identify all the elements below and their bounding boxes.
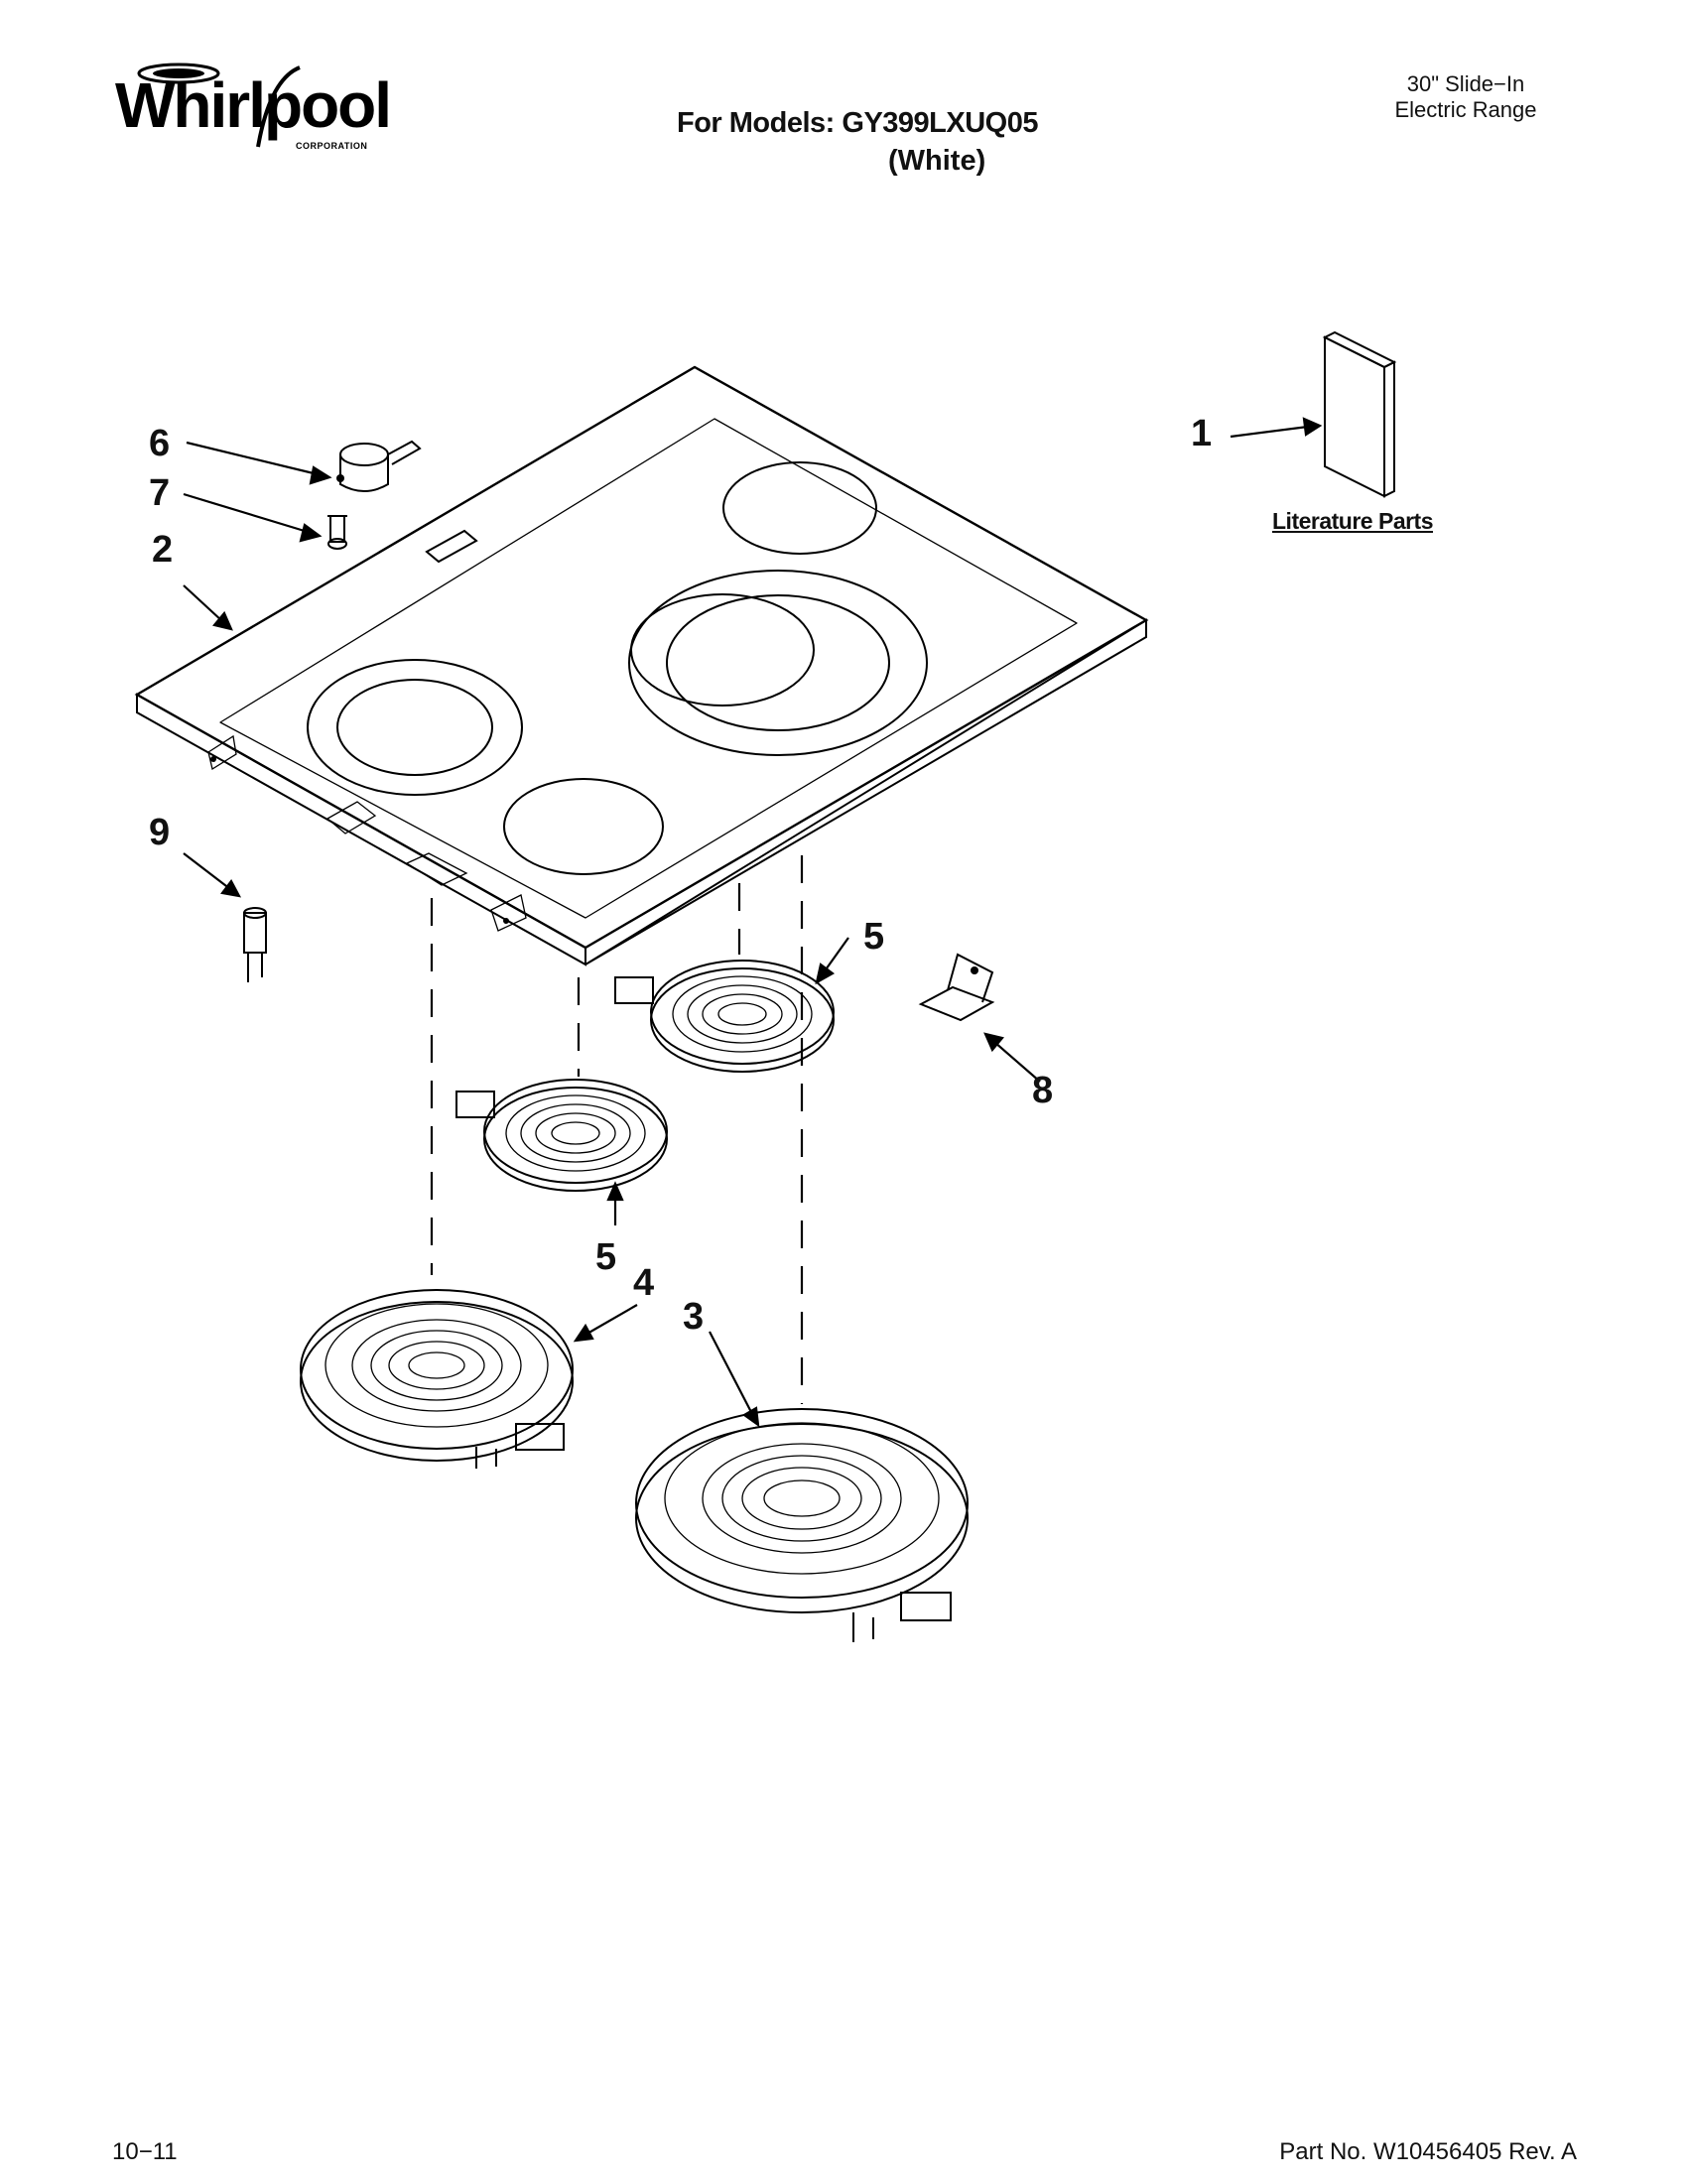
part-number: Part No. W10456405 Rev. A (1279, 2138, 1577, 2165)
models-title: For Models: GY399LXUQ05 (677, 107, 1039, 139)
range-type: 30" Slide−In Electric Range (1357, 71, 1575, 124)
mounting-bracket (918, 953, 995, 1022)
callout-4: 4 (633, 1262, 655, 1304)
cooktop-glass (134, 365, 1149, 966)
literature-parts-label: Literature Parts (1272, 508, 1434, 534)
terminal-block (243, 907, 267, 982)
vent-grille-icon (425, 529, 478, 564)
callout-5-lower: 5 (595, 1236, 617, 1278)
brand-corporation: CORPORATION (296, 141, 368, 151)
callout-7: 7 (149, 472, 171, 514)
limit-switch (336, 440, 422, 492)
model-color: (White) (888, 145, 986, 177)
callout-6: 6 (149, 423, 171, 464)
brand-logo: Whirlpool CORPORATION (109, 60, 392, 159)
literature-booklet (1322, 330, 1397, 498)
range-type-line-2: Electric Range (1394, 97, 1537, 123)
leader-arrows (183, 417, 1323, 1428)
callout-8: 8 (1032, 1070, 1054, 1111)
callout-5-upper: 5 (863, 916, 885, 958)
callout-1: 1 (1191, 413, 1213, 454)
brand-name: Whirlpool (115, 69, 392, 141)
revision-date: 10−11 (112, 2138, 178, 2165)
radiant-element-small-lower (455, 1079, 668, 1192)
callout-9: 9 (149, 812, 171, 853)
radiant-element-small-upper (614, 960, 835, 1073)
callout-2: 2 (152, 529, 174, 571)
logo-swoosh-icon (137, 63, 301, 148)
callout-3: 3 (683, 1296, 705, 1338)
range-type-line-1: 30" Slide−In (1406, 71, 1525, 96)
radiant-element-medium (300, 1289, 574, 1469)
radiant-element-large (635, 1408, 969, 1642)
screw (327, 515, 347, 550)
